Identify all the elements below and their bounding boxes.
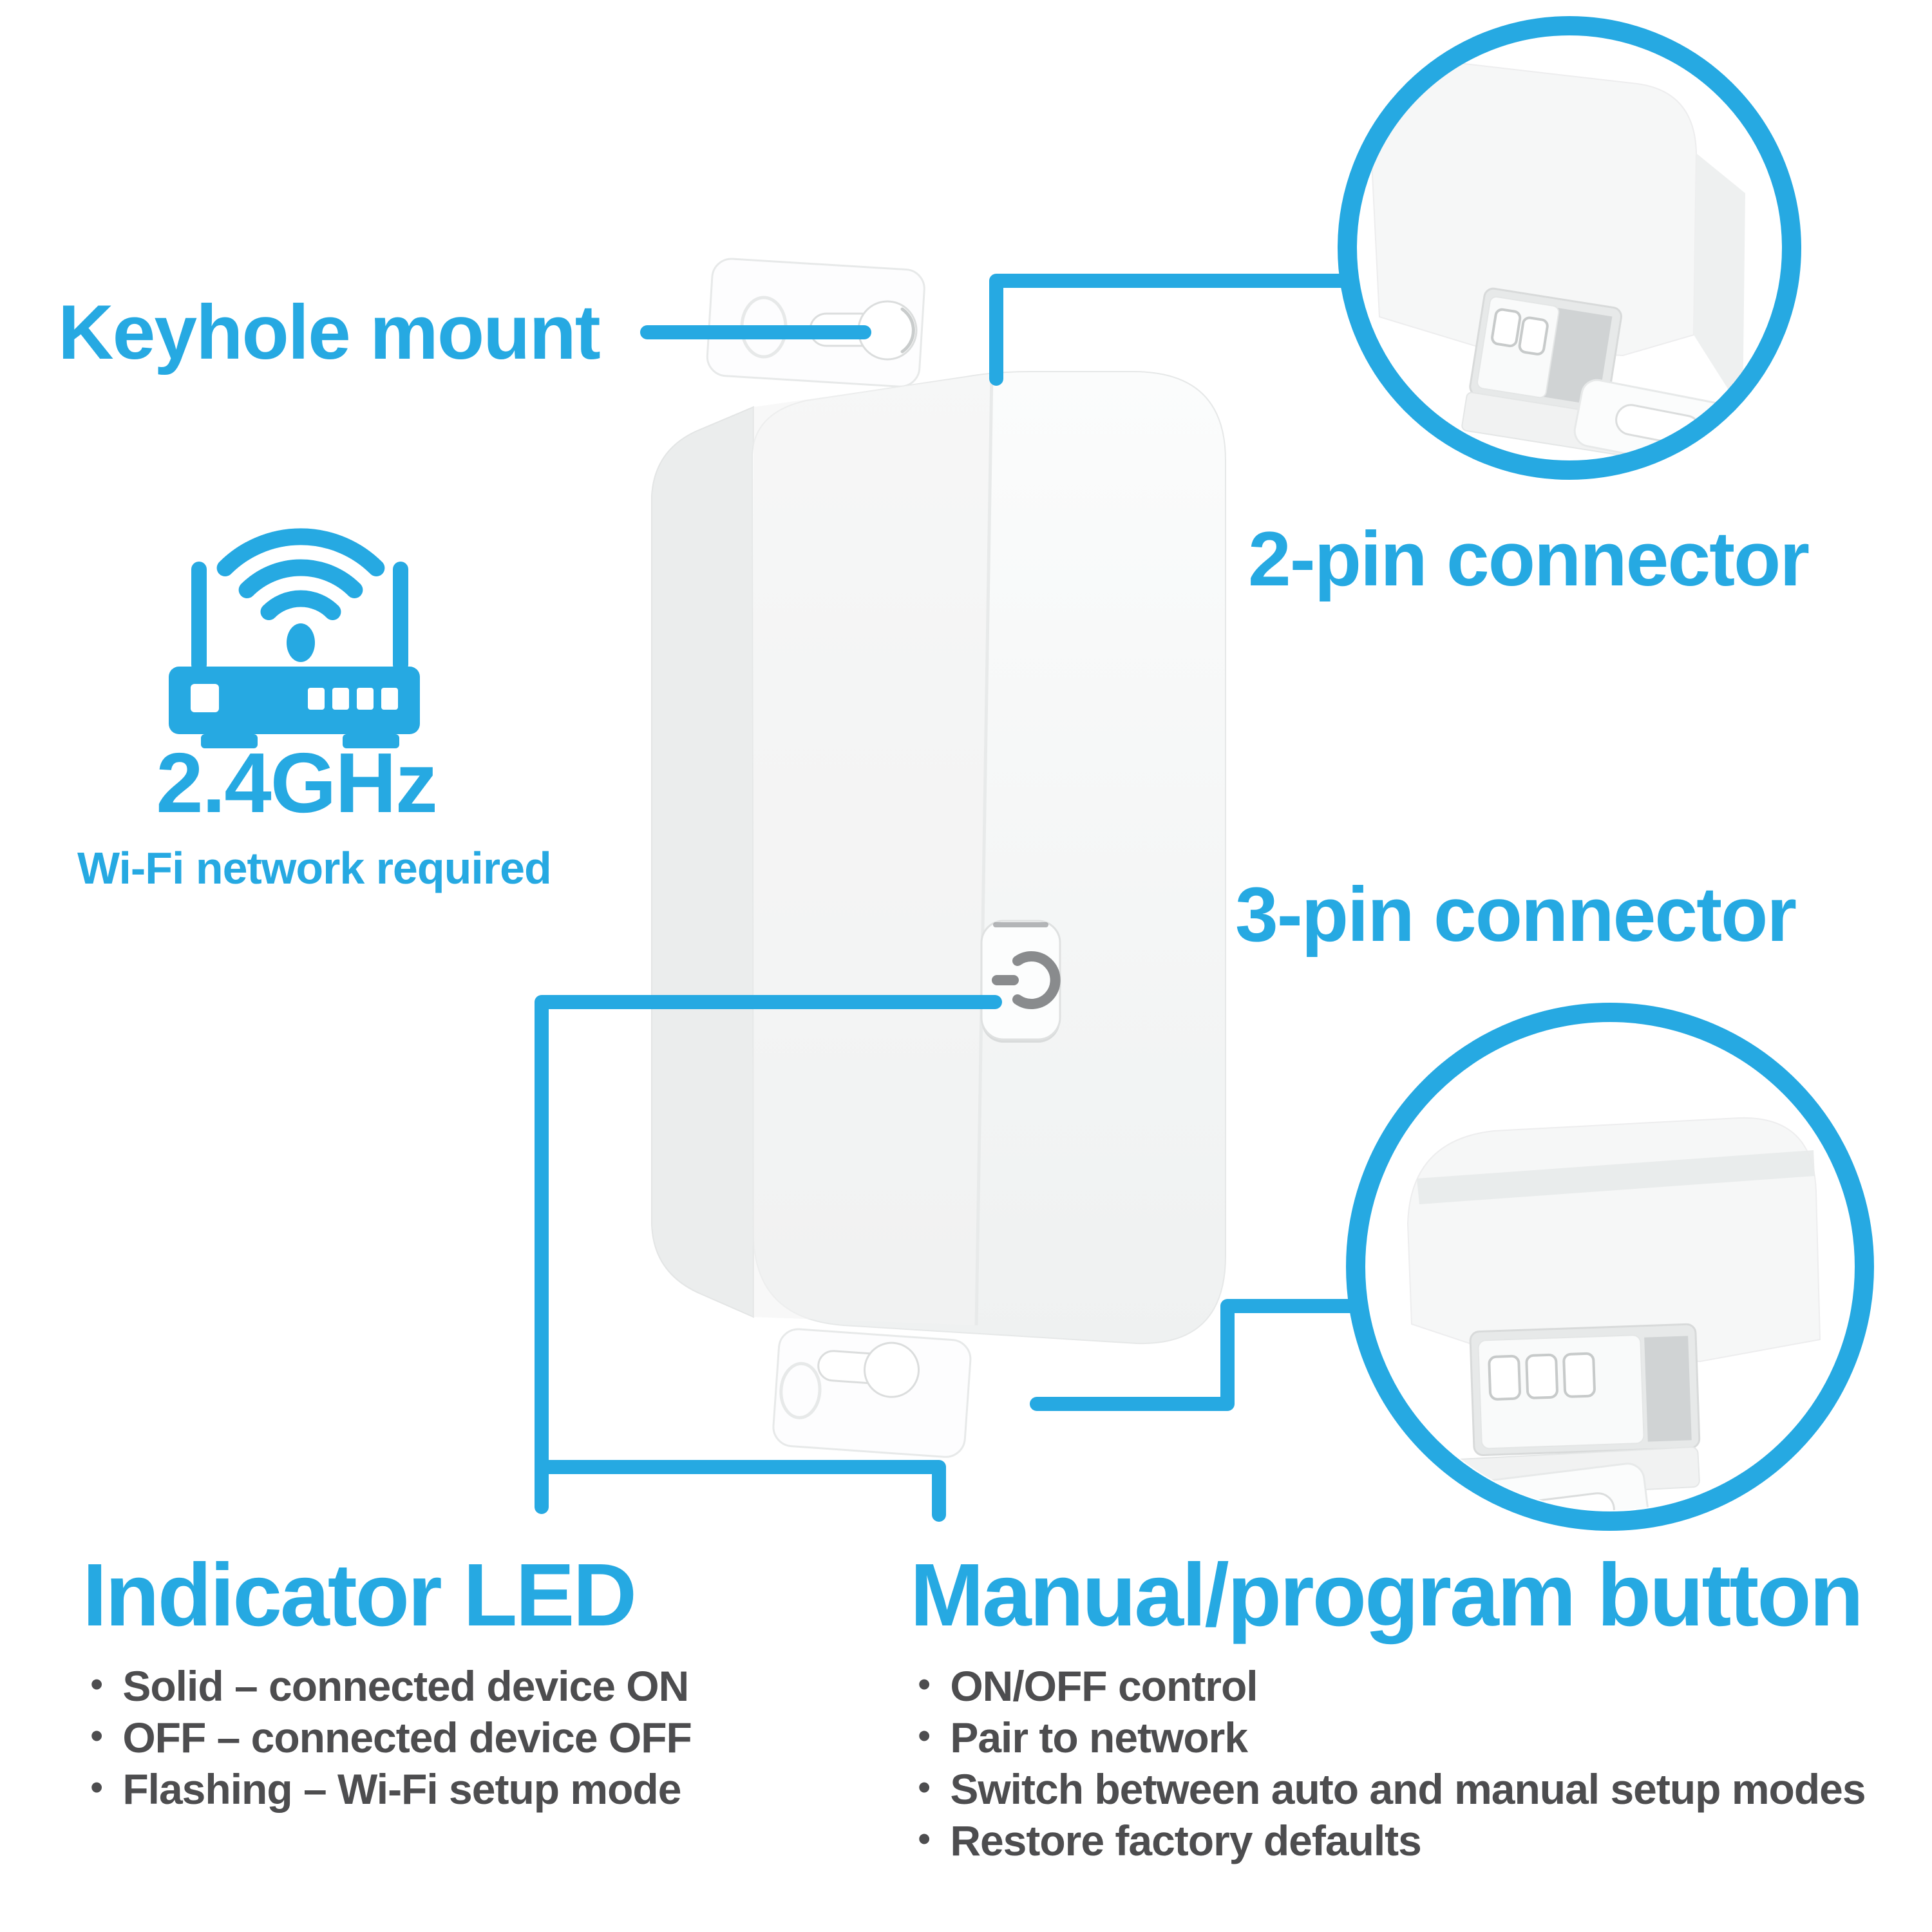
list-item: • OFF – connected device OFF (90, 1713, 902, 1765)
led-callout-line (535, 995, 1002, 1514)
manual-button-list: • ON/OFF control • Pair to network • Switch b… (918, 1662, 1929, 1868)
screw-emboss (779, 1361, 822, 1419)
bullet-text: Restore factory defaults (950, 1817, 1422, 1864)
bullet-glyph: • (90, 1766, 104, 1808)
bullet-glyph: • (918, 1818, 931, 1860)
bullet-glyph: • (918, 1766, 931, 1808)
bullet-text: ON/OFF control (950, 1662, 1258, 1710)
callout-lines (535, 274, 1368, 1522)
wifi-frequency: 2.4GHz (156, 735, 438, 830)
device-left-panel-shade (753, 374, 992, 1325)
list-item: • Switch between auto and manual setup mo… (918, 1765, 1929, 1816)
two-pin-connector-label: 2-pin connector (1248, 516, 1810, 602)
manual-button-heading: Manual/program button (910, 1546, 1864, 1645)
three-pin-callout-line (1030, 1299, 1368, 1411)
device-side-face (651, 406, 754, 1318)
list-item: • Restore factory defaults (918, 1816, 1929, 1868)
two-pin-callout-line (989, 274, 1354, 386)
3-pin-socket (1469, 1323, 1701, 1457)
manual-program-button[interactable] (980, 920, 1061, 1043)
list-item: • Flashing – Wi-Fi setup mode (90, 1765, 902, 1816)
wifi-caption: Wi-Fi network required (77, 843, 552, 893)
bottom-mount-tab (772, 1328, 972, 1458)
smart-switch-device (651, 258, 1226, 1458)
list-item: • ON/OFF control (918, 1662, 1929, 1713)
three-pin-connector-label: 3-pin connector (1235, 871, 1797, 958)
bullet-text: Pair to network (950, 1714, 1248, 1761)
2-pin-socket (1469, 287, 1622, 416)
bullet-text: OFF – connected device OFF (122, 1714, 692, 1761)
bullet-text: Solid – connected device ON (122, 1662, 689, 1710)
bullet-text: Switch between auto and manual setup mod… (950, 1765, 1866, 1813)
bullet-glyph: • (918, 1663, 931, 1705)
indicator-led-heading: Indicator LED (82, 1546, 637, 1645)
device-crease (974, 373, 994, 1326)
keyhole-slot-icon (817, 1341, 920, 1398)
bullet-text: Flashing – Wi-Fi setup mode (122, 1765, 681, 1813)
keyhole-mount-label: Keyhole mount (58, 289, 601, 375)
wifi-router-icon (169, 528, 420, 748)
power-icon (992, 951, 1061, 1009)
bullet-glyph: • (90, 1715, 104, 1757)
list-item: • Pair to network (918, 1713, 1929, 1765)
wifi-badge: 2.4GHz Wi-Fi network required (77, 735, 552, 893)
2-pin-connector-photo (1338, 16, 1801, 480)
list-item: • Solid – connected device ON (90, 1662, 902, 1713)
bullet-glyph: • (918, 1715, 931, 1757)
top-mount-tab (706, 258, 925, 388)
bullet-glyph: • (90, 1663, 104, 1705)
3-pin-connector-photo (1346, 1003, 1874, 1531)
manual-button-callout-line (535, 1460, 946, 1522)
indicator-led-list: • Solid – connected device ON • OFF – conne… (90, 1662, 902, 1816)
